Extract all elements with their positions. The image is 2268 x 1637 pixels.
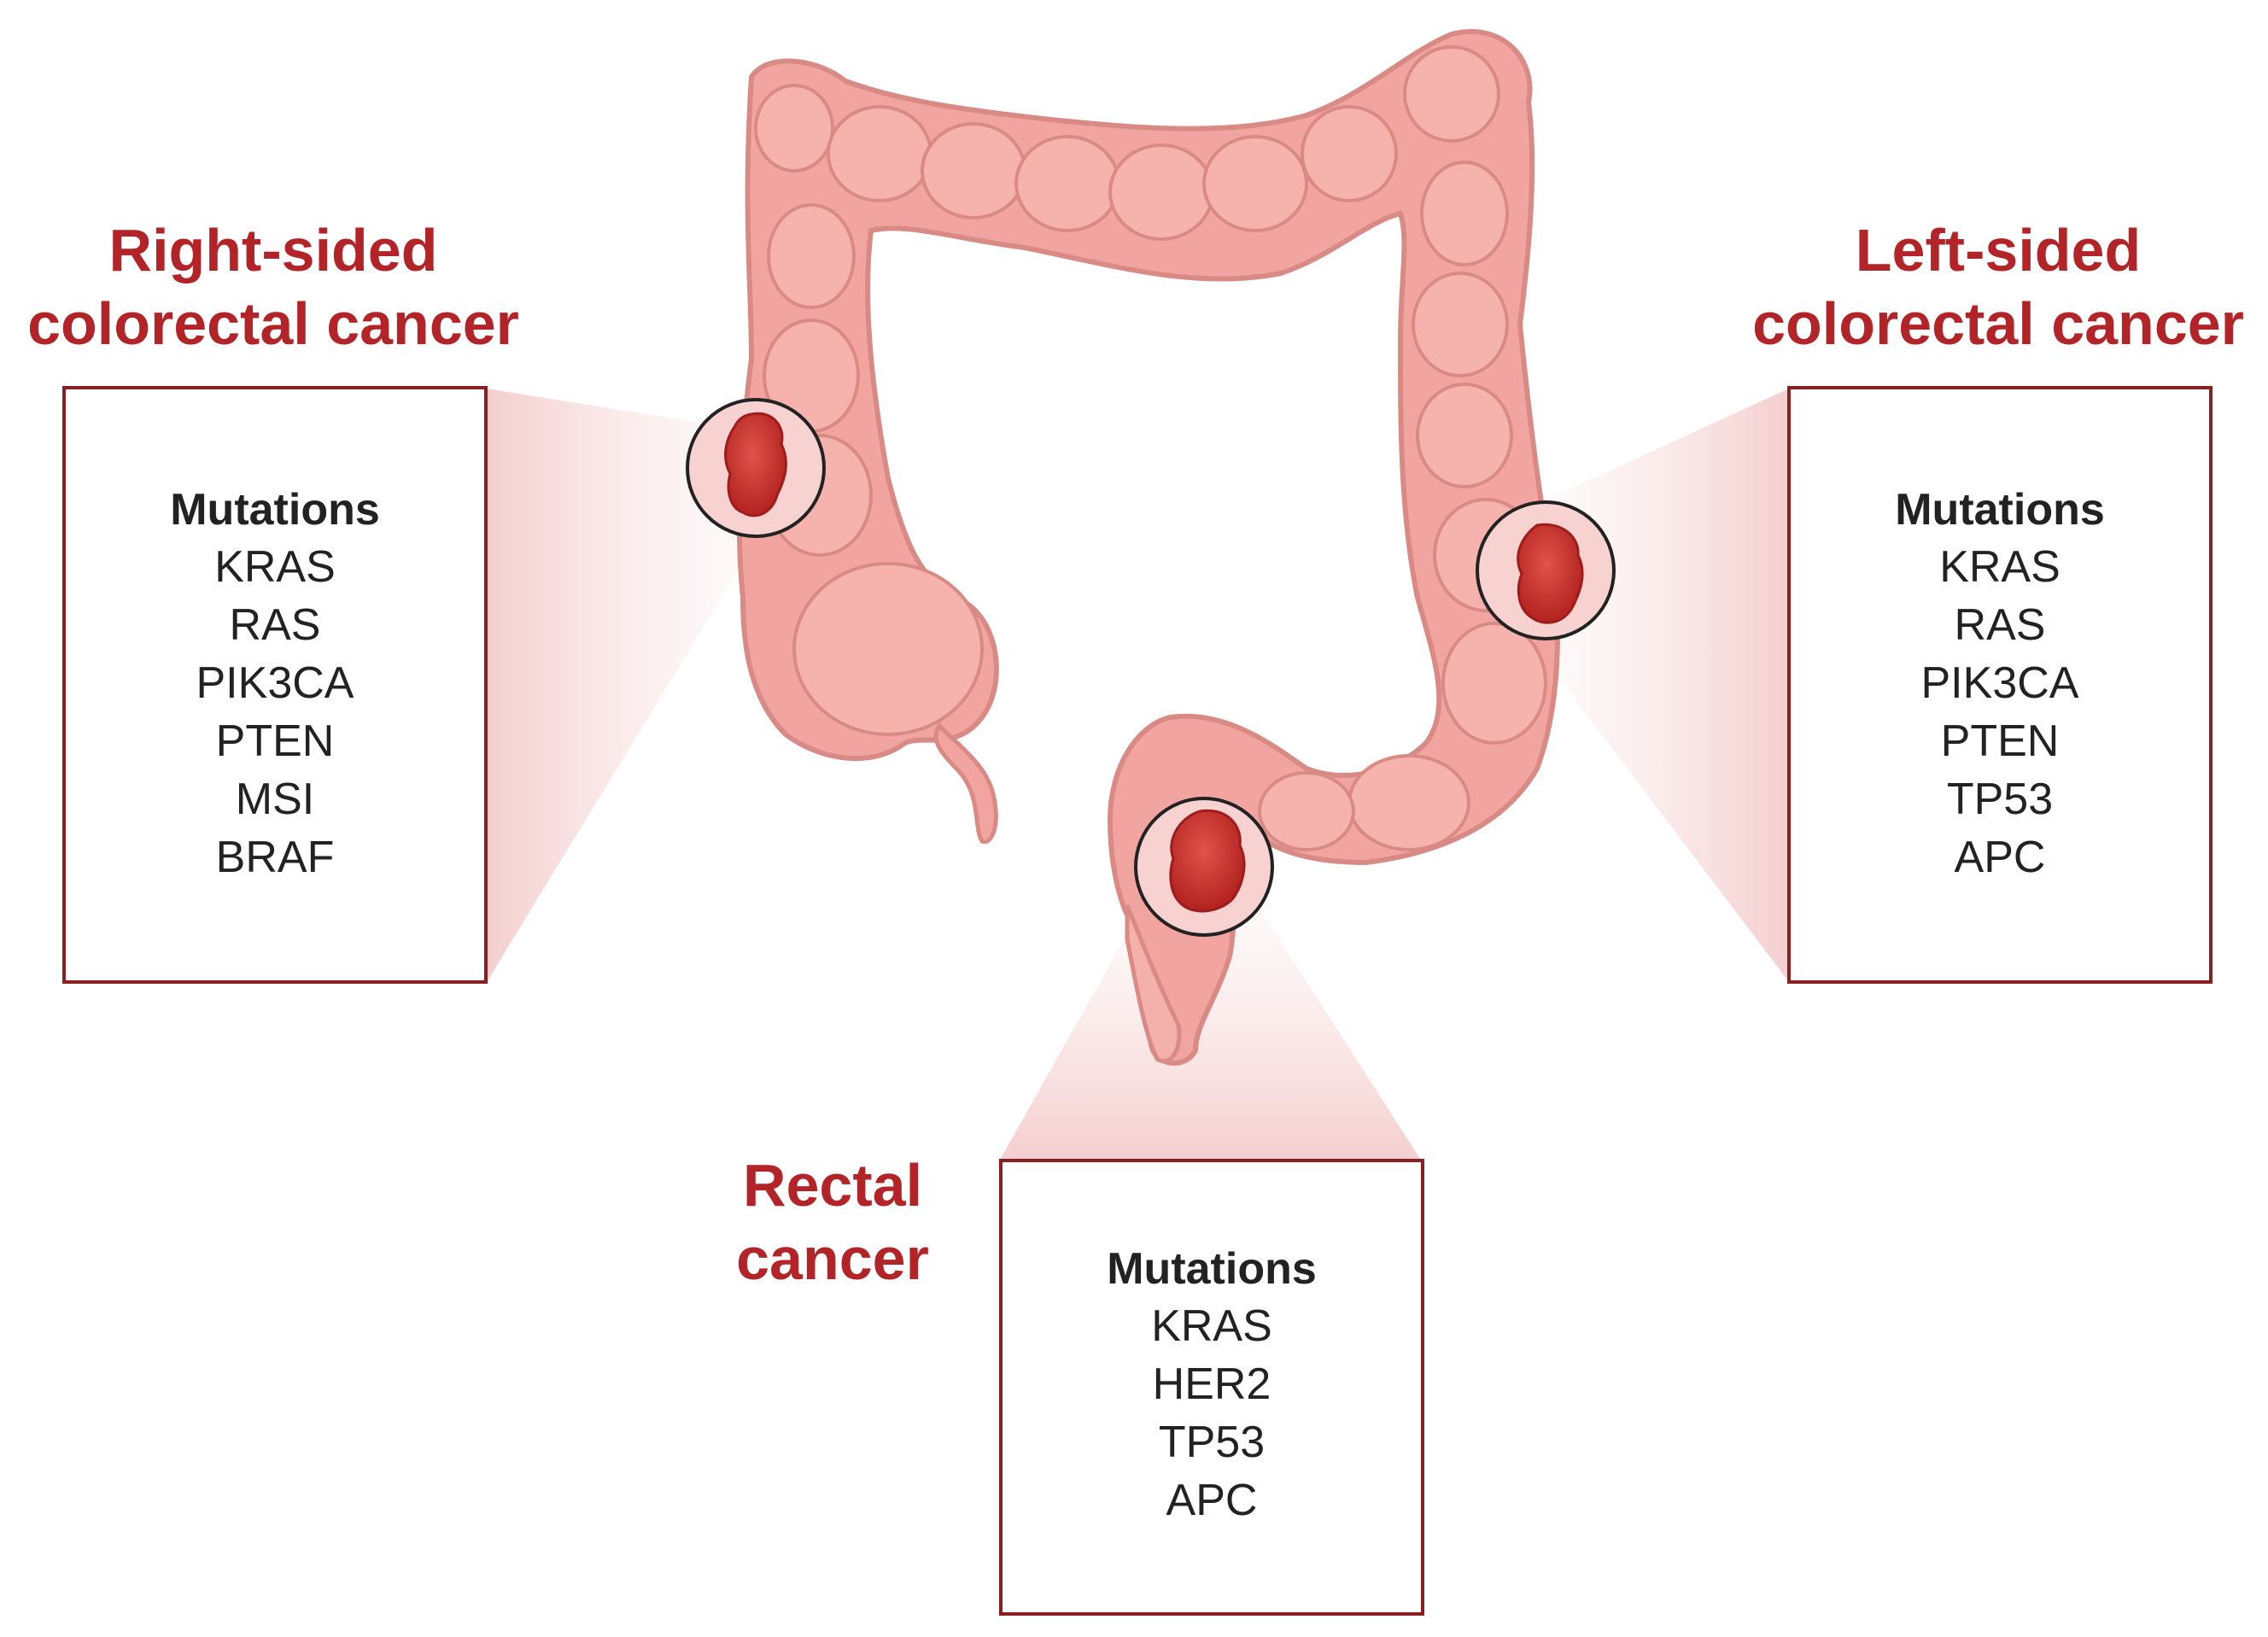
appendix-shape [933, 722, 998, 845]
right-sided-mutations-box: Mutations KRAS RAS PIK3CA PTEN MSI BRAF [62, 386, 488, 984]
mutation-item: PIK3CA [1920, 658, 2079, 708]
rectal-title: Rectal cancer [709, 1149, 956, 1295]
mutation-item: KRAS [1939, 542, 2060, 592]
left-sided-mutations-box: Mutations KRAS RAS PIK3CA PTEN TP53 APC [1787, 386, 2212, 984]
rectal-heading: Mutations [1107, 1244, 1317, 1294]
mutation-item: APC [1954, 833, 2046, 882]
mutation-item: PTEN [1940, 716, 2060, 766]
mutation-item: KRAS [214, 542, 336, 592]
mutation-item: MSI [235, 775, 315, 824]
mutation-item: BRAF [215, 833, 335, 882]
rectal-mutations-box: Mutations KRAS HER2 TP53 APC [999, 1159, 1424, 1616]
mutation-item: APC [1166, 1476, 1258, 1525]
rectal-title-line2: cancer [736, 1225, 929, 1292]
right-sided-title: Right-sided colorectal cancer [0, 213, 547, 360]
mutation-item: RAS [229, 600, 321, 650]
right-sided-title-line2: colorectal cancer [27, 290, 519, 357]
tumor-icon-left [1476, 500, 1616, 640]
haustra [754, 45, 1547, 851]
rectal-callout-wedge [999, 888, 1422, 1161]
left-sided-title-line1: Left-sided [1855, 217, 2142, 284]
mutation-item: TP53 [1946, 775, 2054, 824]
mutation-item: PIK3CA [196, 658, 354, 708]
tumor-icon-rectal [1134, 797, 1274, 937]
left-sided-title-line2: colorectal cancer [1752, 290, 2244, 357]
right-callout-wedge [487, 389, 751, 982]
right-sided-heading: Mutations [170, 485, 380, 535]
left-callout-wedge [1537, 389, 1789, 982]
mutation-item: RAS [1954, 600, 2046, 650]
mutation-item: KRAS [1151, 1301, 1272, 1351]
tumor-icon-right [686, 398, 826, 538]
rectum-shape [1125, 904, 1182, 1063]
left-sided-title: Left-sided colorectal cancer [1725, 213, 2268, 360]
mutation-item: TP53 [1158, 1418, 1266, 1467]
mutation-item: HER2 [1152, 1359, 1271, 1409]
rectal-title-line1: Rectal [742, 1152, 923, 1219]
left-sided-heading: Mutations [1895, 485, 2105, 535]
right-sided-title-line1: Right-sided [108, 217, 438, 284]
mutation-item: PTEN [215, 716, 335, 766]
